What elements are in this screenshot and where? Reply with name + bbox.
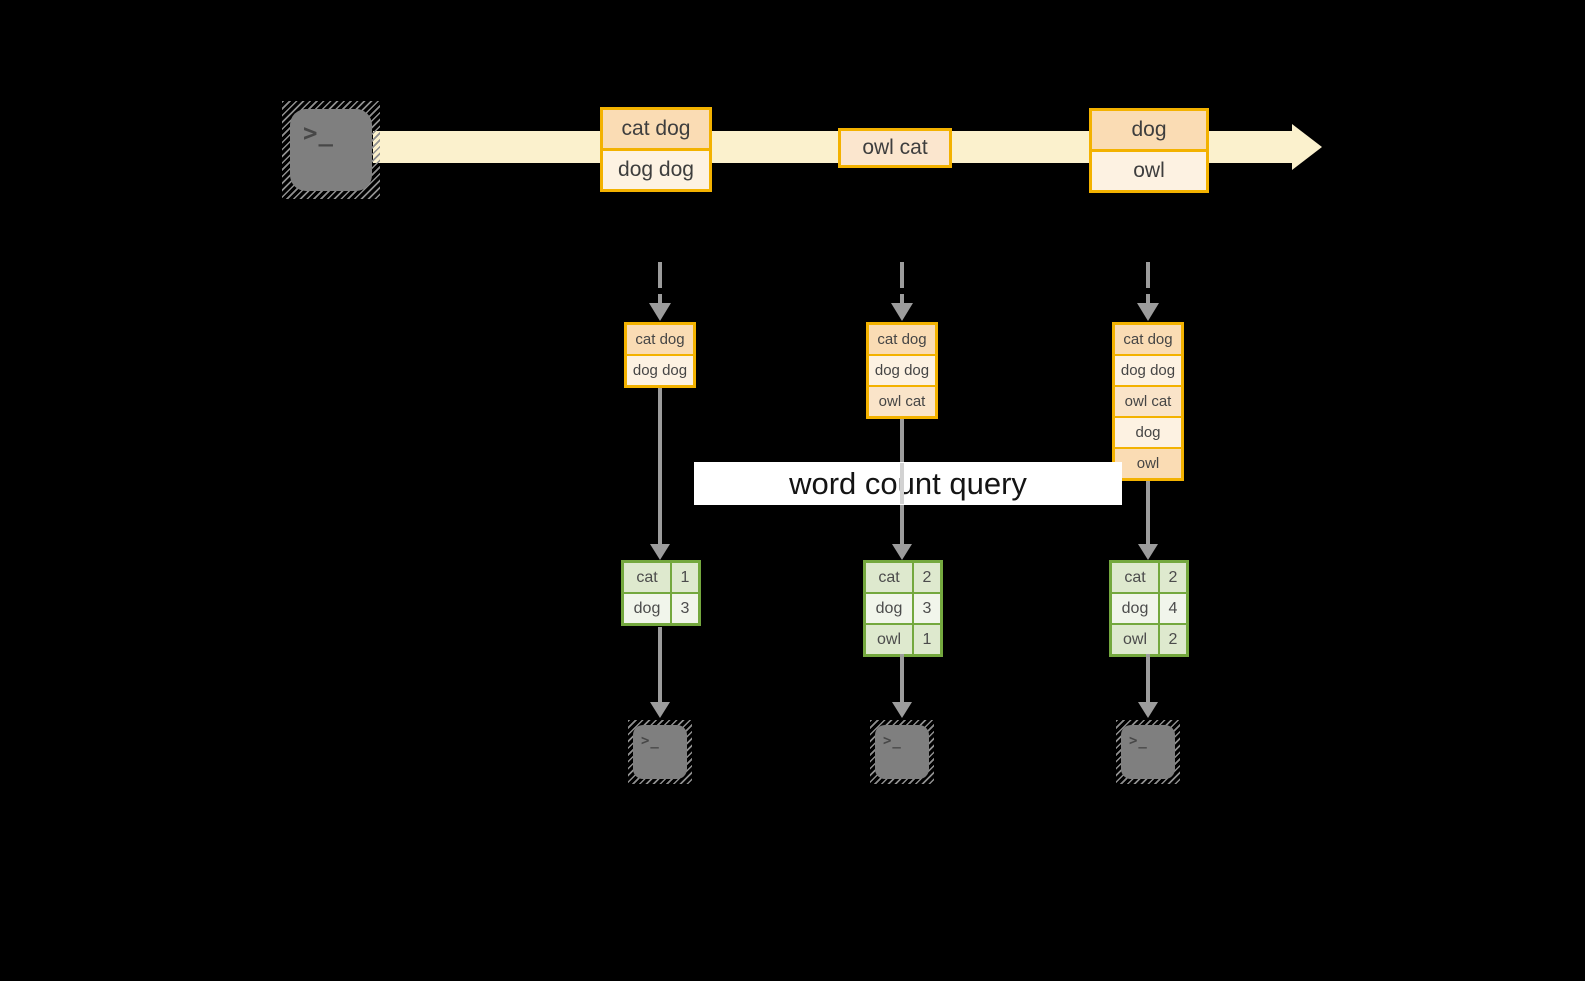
count-cell: 2: [1160, 625, 1186, 654]
consumer-terminal-icon: >_: [1116, 720, 1180, 784]
arrowhead-icon: [1138, 702, 1158, 718]
consumer-terminal-icon: >_: [628, 720, 692, 784]
message-row: owl: [1092, 149, 1206, 190]
terminal-screen: >_: [290, 109, 372, 191]
arrowhead-icon: [892, 702, 912, 718]
buffer-row: owl: [1115, 447, 1181, 478]
word-cell: cat: [624, 563, 670, 592]
connector-line: [658, 388, 662, 544]
terminal-prompt-glyph: >_: [883, 733, 902, 749]
arrowhead: [891, 303, 913, 321]
consumer-terminal-icon: >_: [870, 720, 934, 784]
dash: [900, 262, 904, 288]
arrowhead-icon: [1138, 544, 1158, 560]
dashed-arrow-icon: [649, 262, 671, 321]
terminal-screen: >_: [633, 725, 687, 779]
producer-terminal-icon: >_: [282, 101, 380, 199]
arrowhead-icon: [650, 544, 670, 560]
terminal-prompt-glyph: >_: [641, 733, 660, 749]
dashed-arrow-icon: [891, 262, 913, 321]
count-table-3: cat 2 dog 4 owl 2: [1109, 560, 1189, 657]
connector-line: [1146, 654, 1150, 702]
count-table-1: cat 1 dog 3: [621, 560, 701, 626]
dash: [1146, 262, 1150, 288]
terminal-prompt-glyph: >_: [303, 119, 334, 147]
message-row: dog dog: [603, 148, 709, 189]
terminal-screen: >_: [1121, 725, 1175, 779]
word-cell: dog: [866, 594, 912, 623]
arrowhead-icon: [892, 544, 912, 560]
dash: [658, 262, 662, 288]
buffer-row: cat dog: [1115, 325, 1181, 354]
count-cell: 1: [914, 625, 940, 654]
word-cell: dog: [624, 594, 670, 623]
connector-line: [900, 654, 904, 702]
arrowhead-icon: [650, 702, 670, 718]
dash: [900, 294, 904, 303]
buffer-column-1: cat dog dog dog: [624, 322, 696, 388]
buffer-row: dog: [1115, 416, 1181, 447]
buffer-row: owl cat: [869, 385, 935, 416]
count-cell: 2: [1160, 563, 1186, 592]
connector-line: [1146, 481, 1150, 544]
stream-message-3: dog owl: [1089, 108, 1209, 193]
buffer-row: cat dog: [627, 325, 693, 354]
word-cell: owl: [1112, 625, 1158, 654]
connector-line: [658, 627, 662, 702]
arrowhead: [649, 303, 671, 321]
arrowhead: [1137, 303, 1159, 321]
count-table-2: cat 2 dog 3 owl 1: [863, 560, 943, 657]
message-row: owl cat: [841, 131, 949, 165]
dashed-arrow-icon: [1137, 262, 1159, 321]
count-cell: 2: [914, 563, 940, 592]
buffer-row: dog dog: [869, 354, 935, 385]
word-cell: owl: [866, 625, 912, 654]
buffer-column-3: cat dog dog dog owl cat dog owl: [1112, 322, 1184, 481]
buffer-row: dog dog: [627, 354, 693, 385]
dash: [1146, 294, 1150, 303]
count-cell: 3: [914, 594, 940, 623]
terminal-prompt-glyph: >_: [1129, 733, 1148, 749]
word-cell: cat: [1112, 563, 1158, 592]
count-cell: 1: [672, 563, 698, 592]
word-cell: cat: [866, 563, 912, 592]
message-row: cat dog: [603, 110, 709, 148]
message-row: dog: [1092, 111, 1206, 149]
stream-arrowhead-icon: [1292, 124, 1322, 170]
count-cell: 3: [672, 594, 698, 623]
stream-message-1: cat dog dog dog: [600, 107, 712, 192]
terminal-screen: >_: [875, 725, 929, 779]
stream-message-2: owl cat: [838, 128, 952, 168]
connector-line-through-banner: [900, 463, 904, 504]
count-cell: 4: [1160, 594, 1186, 623]
word-cell: dog: [1112, 594, 1158, 623]
dash: [658, 294, 662, 303]
buffer-column-2: cat dog dog dog owl cat: [866, 322, 938, 419]
buffer-row: dog dog: [1115, 354, 1181, 385]
query-banner: word count query: [694, 462, 1122, 505]
buffer-row: owl cat: [1115, 385, 1181, 416]
buffer-row: cat dog: [869, 325, 935, 354]
